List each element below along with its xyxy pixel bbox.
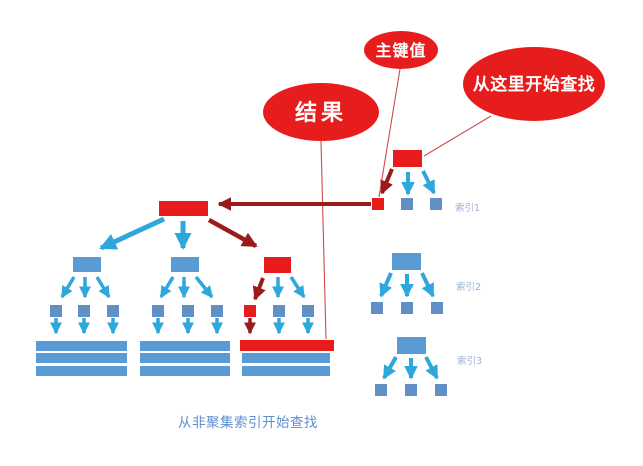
index1-key-square — [401, 198, 413, 210]
branch1-leaf-arrow — [95, 276, 111, 299]
index1-key-square — [430, 198, 442, 210]
data-row-bar-result-highlighted — [240, 340, 334, 351]
primary-key-ellipse — [364, 31, 438, 69]
data-row-bar — [140, 353, 230, 363]
data-page-stack-3 — [240, 340, 334, 376]
index3-key-square — [405, 384, 417, 396]
index3-arrow — [424, 356, 439, 380]
index2-key-square — [371, 302, 383, 314]
data-row-bar — [36, 353, 127, 363]
leaf-square — [182, 305, 194, 317]
index1-arrow — [421, 170, 436, 195]
data-row-bar — [36, 366, 127, 376]
leaf-square-highlighted — [244, 305, 256, 317]
start-here-connector-line — [423, 115, 492, 157]
index2-label: 索引2 — [456, 281, 481, 293]
index-tree-1: 索引1 — [372, 150, 480, 214]
index2-arrow — [420, 272, 435, 298]
primary-key-connector-line — [378, 68, 401, 198]
branch-node-1 — [73, 257, 101, 272]
result-connector-line — [320, 140, 327, 340]
data-page-stack-2 — [140, 341, 230, 376]
index2-arrow — [379, 272, 393, 298]
index1-key-square-found — [372, 198, 384, 210]
branch1-leaf-arrow — [60, 276, 76, 299]
leaf-square — [211, 305, 223, 317]
root-branch-arrow-right-highlighted — [207, 218, 258, 248]
leaf-square — [302, 305, 314, 317]
callout-connector-lines — [320, 68, 492, 340]
start-here-label: 从这里开始查找 — [473, 74, 596, 95]
result-label: 结果 — [295, 100, 347, 126]
branch-node-2 — [171, 257, 199, 272]
data-page-stack-1 — [36, 341, 127, 376]
diagram-caption: 从非聚集索引开始查找 — [178, 415, 318, 431]
branch3-leaf-arrow-highlighted — [252, 277, 266, 301]
root-branch-arrow-left — [99, 216, 166, 251]
result-callout: 结果 — [263, 83, 379, 141]
primary-key-callout: 主键值 — [364, 31, 438, 69]
leaf-square — [107, 305, 119, 317]
index-tree-2: 索引2 — [371, 253, 481, 314]
data-row-bar — [140, 366, 230, 376]
start-here-ellipse — [463, 47, 605, 121]
branch3-leaf-arrow — [289, 276, 306, 299]
index3-key-square — [435, 384, 447, 396]
leaf-square — [78, 305, 90, 317]
result-ellipse — [263, 83, 379, 141]
index1-root-node-highlighted — [393, 150, 422, 167]
clustered-index-tree — [36, 201, 334, 376]
index3-arrow — [382, 356, 398, 380]
leaf-square — [273, 305, 285, 317]
index3-root-node — [397, 337, 426, 354]
data-row-bar — [242, 366, 330, 376]
index2-key-square — [431, 302, 443, 314]
index3-label: 索引3 — [457, 355, 482, 367]
leaf-square — [50, 305, 62, 317]
clustered-root-node — [159, 201, 208, 216]
branch2-leaf-arrow — [194, 275, 214, 299]
branch-node-3-highlighted — [264, 257, 291, 273]
branch2-leaf-arrow — [159, 276, 175, 299]
data-row-bar — [36, 341, 127, 351]
index2-root-node — [392, 253, 421, 270]
start-here-callout: 从这里开始查找 — [463, 47, 605, 121]
data-row-bar — [140, 341, 230, 351]
index3-key-square — [375, 384, 387, 396]
index1-label: 索引1 — [455, 202, 480, 214]
index1-arrow-highlighted — [380, 168, 394, 195]
index-tree-3: 索引3 — [375, 337, 482, 396]
data-row-bar — [242, 353, 330, 363]
leaf-square — [152, 305, 164, 317]
index2-key-square — [401, 302, 413, 314]
primary-key-label: 主键值 — [375, 41, 426, 60]
